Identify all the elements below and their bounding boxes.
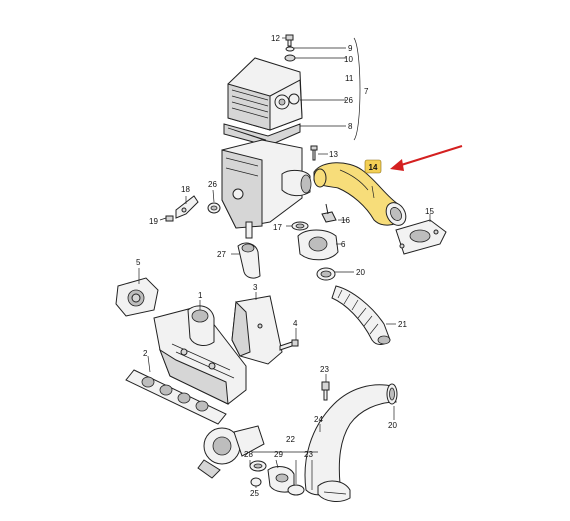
callout-23-lower: 23: [304, 450, 313, 459]
callout-18: 18: [181, 185, 190, 194]
gasket-mount-15[interactable]: [395, 219, 447, 255]
highlight-badge[interactable]: 14: [364, 159, 382, 174]
grommet-10[interactable]: [284, 54, 296, 62]
air-filter-lower-housing[interactable]: [221, 139, 312, 239]
clamp-28[interactable]: [249, 460, 267, 472]
callout-13: 13: [329, 150, 338, 159]
pipe-27[interactable]: [237, 242, 261, 279]
callout-7: 7: [364, 87, 369, 96]
callout-4: 4: [293, 319, 298, 328]
screw-13[interactable]: [310, 145, 318, 161]
callout-25: 25: [250, 489, 259, 498]
callout-labels: 12 9 10 11 26 7 8 13 18 26 19 16 15 17 6…: [136, 34, 434, 498]
callout-26-top: 26: [344, 96, 353, 105]
heat-shield-3[interactable]: [231, 295, 283, 365]
manifold-gasket-2[interactable]: [125, 369, 227, 425]
callout-26-left: 26: [208, 180, 217, 189]
callout-10: 10: [344, 55, 353, 64]
bolt-19[interactable]: [165, 215, 174, 222]
callout-19: 19: [149, 217, 158, 226]
clamp-26[interactable]: [207, 202, 221, 214]
callout-8: 8: [348, 122, 353, 131]
leader-lines: [138, 37, 431, 490]
o-ring-17[interactable]: [291, 221, 309, 231]
callout-9: 9: [348, 44, 353, 53]
callout-23-top: 23: [320, 365, 329, 374]
clamp-23-lower[interactable]: [287, 484, 305, 496]
valve-5[interactable]: [115, 277, 159, 317]
turbocharger[interactable]: [197, 425, 265, 479]
callout-3: 3: [253, 283, 258, 292]
callout-11: 11: [345, 74, 354, 83]
charge-air-pipe-lower[interactable]: [304, 383, 398, 502]
callout-15: 15: [425, 207, 434, 216]
callout-5: 5: [136, 258, 141, 267]
callout-22: 22: [286, 435, 295, 444]
connector-6[interactable]: [297, 229, 339, 261]
washer-9[interactable]: [285, 46, 295, 52]
callout-27: 27: [217, 250, 226, 259]
air-filter-lid[interactable]: [227, 57, 303, 131]
clamp-20-upper[interactable]: [316, 267, 336, 281]
clip-16[interactable]: [321, 203, 337, 223]
callout-20-upper: 20: [356, 268, 365, 277]
callout-6: 6: [341, 240, 346, 249]
callout-17: 17: [273, 223, 282, 232]
air-intake-duct-14[interactable]: [313, 162, 410, 229]
callout-2: 2: [143, 349, 148, 358]
callout-14: 14: [369, 163, 378, 172]
callout-1: 1: [198, 291, 203, 300]
screw-12[interactable]: [285, 34, 294, 47]
bolt-4[interactable]: [279, 339, 299, 351]
callout-24: 24: [314, 415, 323, 424]
callout-29: 29: [274, 450, 283, 459]
callout-21: 21: [398, 320, 407, 329]
callout-16: 16: [341, 216, 350, 225]
intake-manifold-1[interactable]: [153, 305, 247, 405]
clamp-25[interactable]: [250, 477, 262, 487]
sensor-23[interactable]: [321, 381, 330, 401]
corrugated-hose-21[interactable]: [331, 285, 391, 345]
hose-29[interactable]: [267, 466, 295, 493]
highlight-arrow: [390, 145, 463, 171]
callout-12: 12: [271, 34, 280, 43]
callout-28: 28: [244, 450, 253, 459]
callout-20-lower: 20: [388, 421, 397, 430]
bracket-18[interactable]: [175, 195, 199, 219]
